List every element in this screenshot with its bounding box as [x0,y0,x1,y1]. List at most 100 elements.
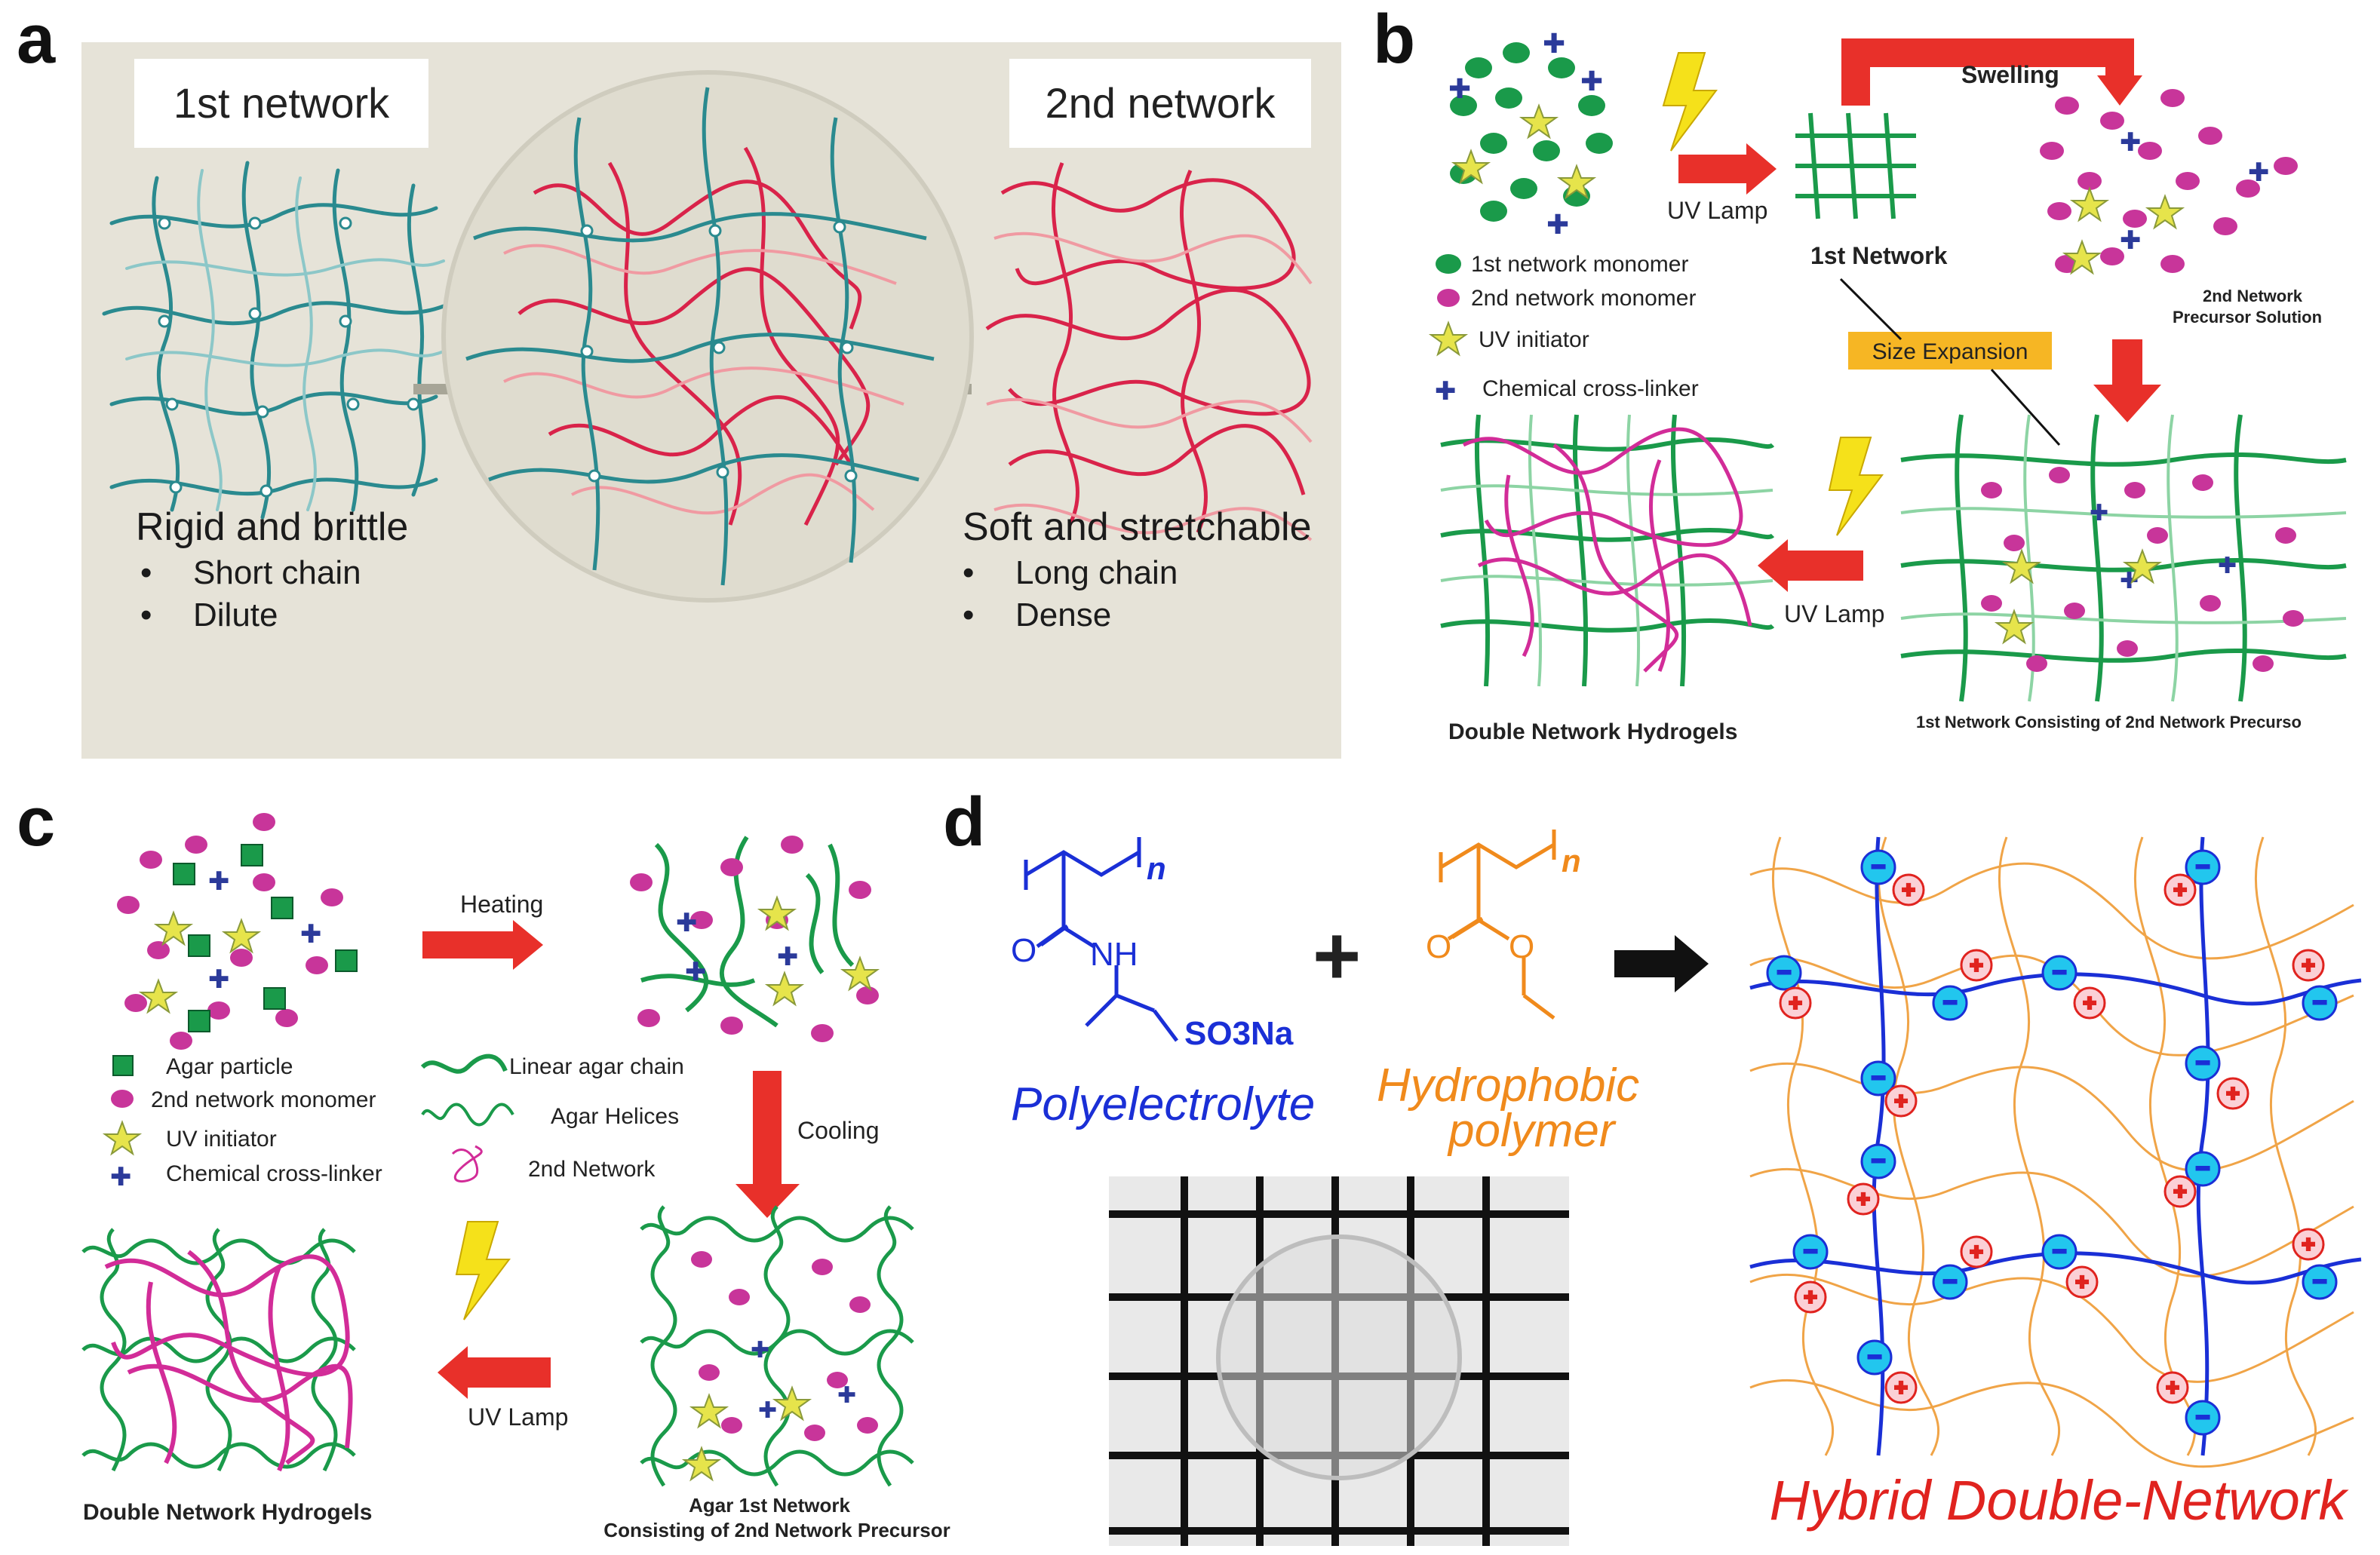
minus-sign: − [2196,1403,2210,1431]
plus-sign-charge: + [2173,1179,2187,1204]
polyelectrolyte-structure [1024,837,1178,1042]
second-network-title-box [1009,59,1311,148]
double-network-c-helices [81,1228,356,1472]
center-circle [441,70,974,603]
hydrophobic-label-1: Hydrophobic [1377,1060,1639,1112]
agar-network-helices [640,1205,914,1487]
size-expansion-box [1848,332,2052,370]
positive-charges: ++++++++++++++++ [1779,873,2325,1404]
minus-sign: − [2053,958,2067,986]
agar-network-monomers [691,1251,878,1441]
first-network-title-box [134,59,428,148]
size-expansion-pointer-2 [1990,368,2061,446]
hydrophobic-structure [1439,830,1556,1020]
first-network-label: 1st Network [1810,242,1948,269]
double-network-b-green-light [1440,414,1773,687]
double-network-b-green [1440,414,1775,687]
precursor-solution [2040,89,2298,273]
legend-crosslinker-icon-c: ✚ [110,1162,132,1192]
poly-n: n [1147,851,1166,886]
star-markers-1 [1451,103,1597,200]
legend-monomer1-icon [1436,254,1461,274]
svg-text:✚: ✚ [1543,29,1565,60]
minus-sign: − [2313,1268,2327,1295]
precursor-label-2: Precursor Solution [2173,308,2322,327]
left-bullet-2: Dilute [193,597,278,633]
monomer-mix-c [117,813,343,1050]
star-markers-c3 [681,1385,812,1482]
legend-crosslinker-c: Chemical cross-linker [166,1161,382,1186]
plus-sign-charge: + [1894,1376,1908,1400]
minus-sign: − [1868,1343,1882,1370]
svg-text:•: • [140,597,152,633]
panel-a-letter: a [17,1,56,78]
linear-agar-chains [640,836,855,1028]
agar-particles [173,844,358,1032]
legend-crosslinker: Chemical cross-linker [1482,376,1699,401]
legend-network2: 2nd Network [528,1157,656,1182]
poly-so3na: SO3Na [1184,1015,1294,1052]
legend-initiator-c: UV initiator [166,1127,277,1152]
center-nodes [580,220,858,483]
minus-sign: − [2313,989,2327,1016]
gel-disc [1216,1234,1462,1480]
double-network-c-magenta [104,1250,353,1472]
double-network-b-magenta [1462,427,1752,673]
plus-sign-charge: + [2302,1232,2315,1257]
minus-sign: − [2196,1155,2210,1182]
plus-sign-charge: + [2166,1376,2179,1400]
negative-charges: −−−−−−−−−−−−−−−− [1766,849,2338,1436]
poly-nh: NH [1090,936,1138,973]
heating-label: Heating [460,891,543,918]
svg-text:✚: ✚ [208,965,230,995]
svg-text:✚: ✚ [1448,74,1471,105]
svg-text:✚: ✚ [837,1382,856,1409]
swollen-network-green [1900,414,2347,702]
hydrophobic-label-2: polymer [1447,1105,1617,1157]
poly-o: O [1011,932,1036,969]
svg-text:✚: ✚ [300,919,322,949]
agar-line1: Agar 1st Network [689,1494,850,1517]
legend-initiator-icon-c [102,1120,143,1156]
panel-c-figure: ✚ ✚ ✚ Heating ✚ ✚ ✚ Agar particle [81,813,950,1541]
left-bullet-1: Short chain [193,554,361,591]
first-network-nodes [158,216,420,498]
lightning-icon-2 [1828,437,1884,536]
svg-text:✚: ✚ [2218,553,2237,579]
panel-d-figure: n O NH SO3Na Polyelectrolyte + n O O Hyd… [1011,830,2369,1546]
plus-sign-charge: + [1856,1187,1870,1212]
minus-sign: − [2196,853,2210,880]
legend-monomer2: 2nd network monomer [1471,286,1696,311]
polyelectrolyte-label: Polyelectrolyte [1011,1078,1315,1130]
legend-linear-chain: Linear agar chain [509,1054,684,1079]
legend-agar-particle-icon [112,1055,134,1076]
cooling-label: Cooling [797,1117,880,1144]
hydrophobic-n: n [1562,843,1581,879]
legend-monomer2-icon-c [111,1090,134,1108]
svg-text:✚: ✚ [685,957,707,987]
svg-text:✚: ✚ [2120,225,2142,256]
star-markers-2 [2062,186,2185,275]
svg-text:✚: ✚ [2120,127,2142,158]
first-network-mesh-light [125,169,445,511]
cooling-arrow [753,1071,782,1184]
plus-sign-charge: + [1970,953,1983,978]
precursor-label-1: 2nd Network [2203,287,2303,305]
down-arrow [2112,339,2142,385]
star-markers-3 [1994,548,2163,645]
svg-text:✚: ✚ [1546,210,1569,241]
svg-text:✚: ✚ [208,866,230,897]
gel-photo [1109,1176,1569,1546]
hybrid-network: −−−−−−−−−−−−−−−− ++++++++++++++++ [1743,830,2369,1468]
svg-text:✚: ✚ [1580,66,1603,97]
plus-sign-charge: + [2083,991,2096,1016]
crosslinker-markers-1: ✚ ✚ ✚ ✚ [1448,29,1603,241]
first-network-title: 1st network [174,79,390,127]
small-first-network [1795,112,1916,219]
plus-sign-charge: + [2302,953,2315,978]
crosslinker-markers-2: ✚ ✚ ✚ [2120,127,2270,256]
legend-initiator-icon [1428,321,1469,357]
plus-sign-charge: + [1970,1240,1983,1265]
second-network-coil [985,162,1311,534]
star-markers-c2 [757,895,880,1007]
